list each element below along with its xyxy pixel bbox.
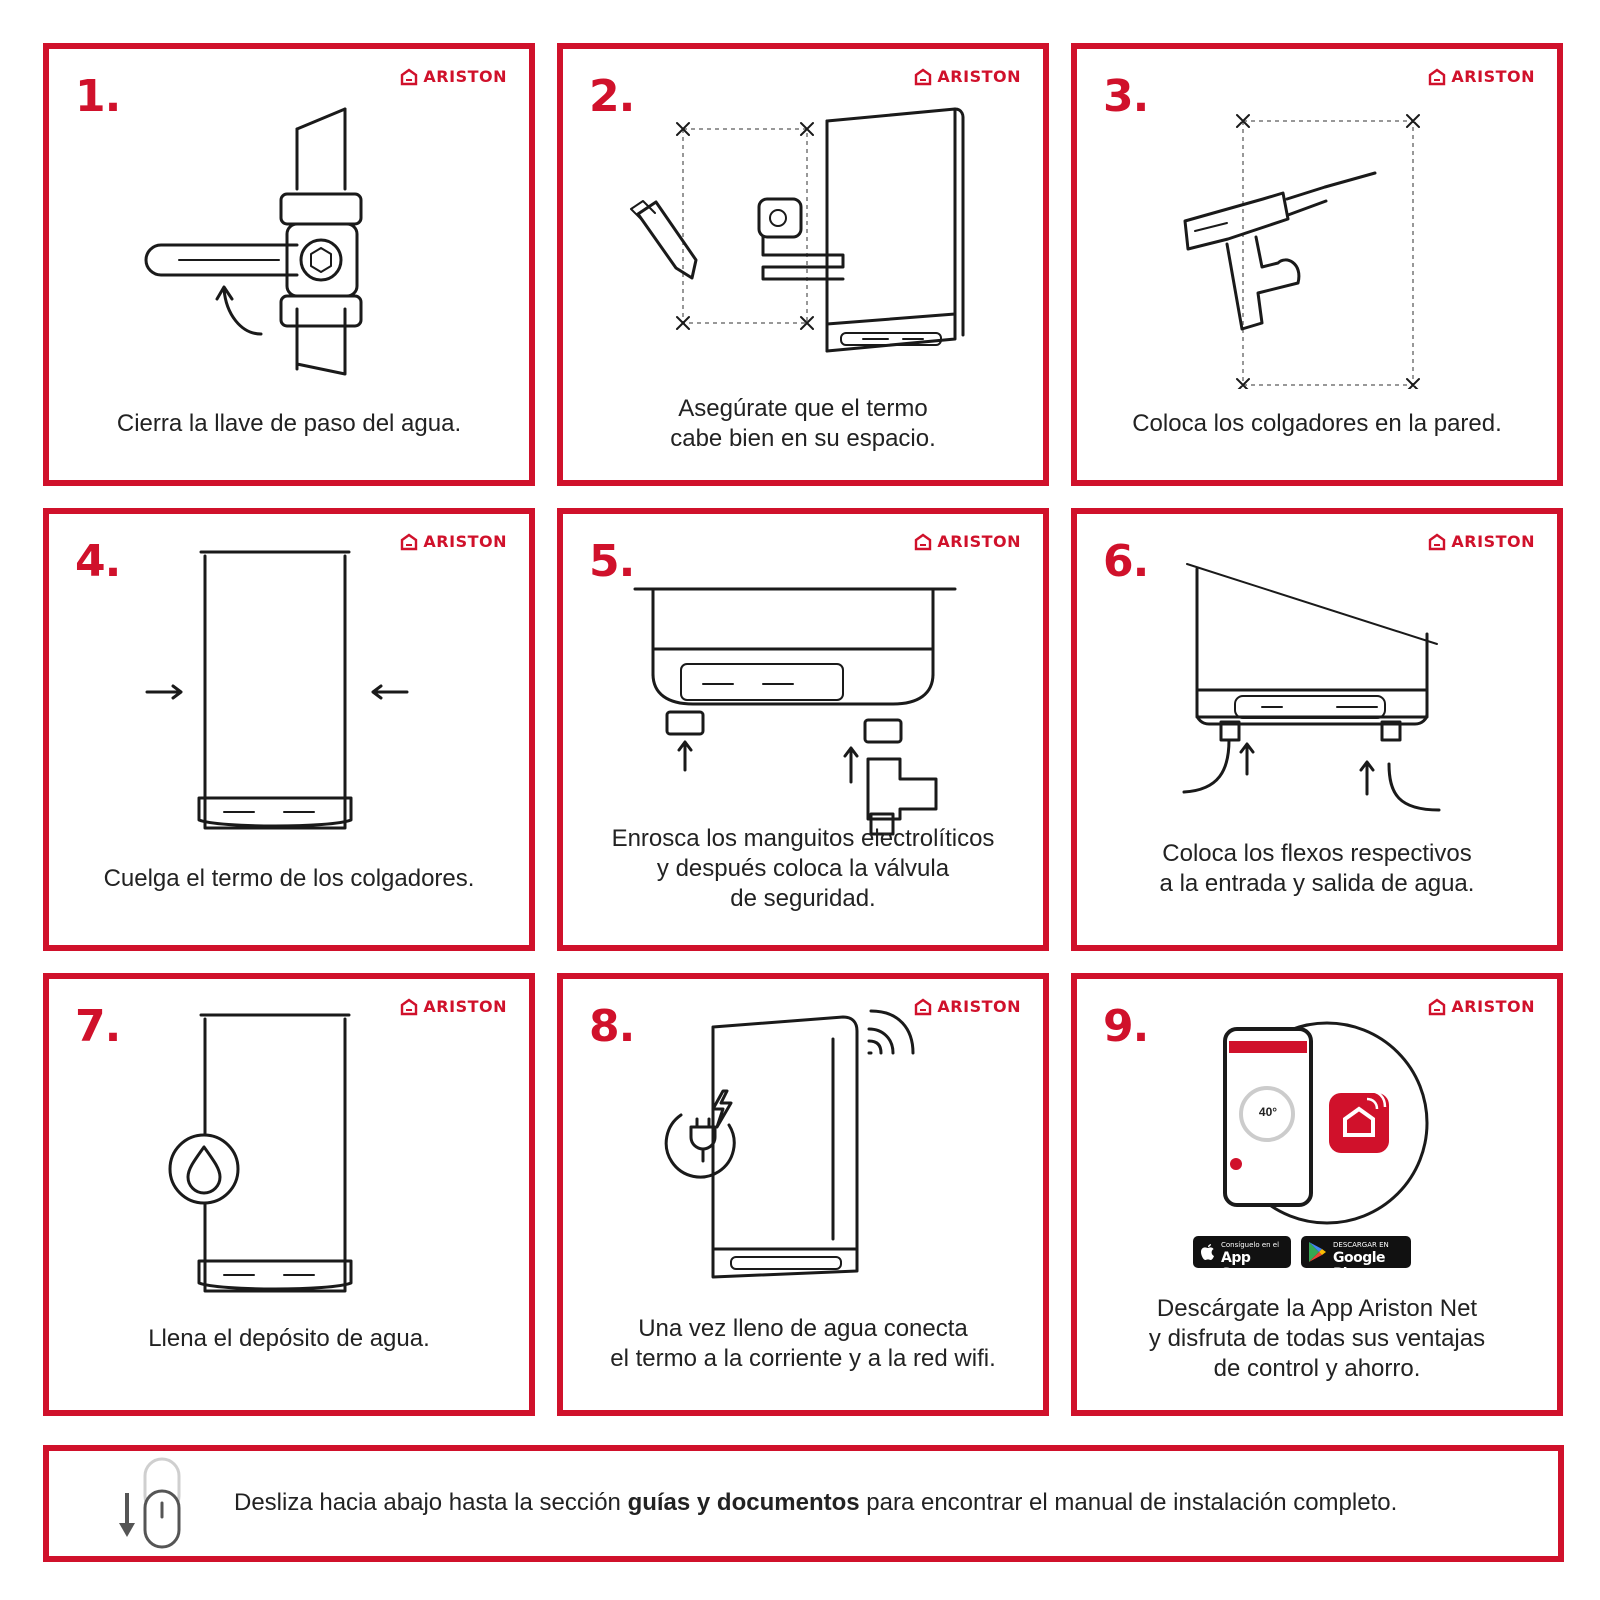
hang-heater-illustration (145, 550, 409, 830)
step-number: 9. (1103, 1001, 1149, 1052)
step-number: 7. (75, 1001, 121, 1052)
flex-hoses-illustration (1182, 563, 1441, 812)
brand-name: ARISTON (1451, 532, 1535, 551)
valve-illustration (144, 107, 363, 376)
step-panel-7: 7. ARISTON Llena el depósito de agua. (43, 973, 535, 1416)
step-caption: Llena el depósito de agua. (148, 1325, 430, 1352)
brand-logo: ARISTON (400, 997, 507, 1016)
fittings-illustration (633, 587, 957, 836)
step-caption: Cierra la llave de paso del agua. (116, 410, 462, 437)
step-number: 3. (1103, 71, 1149, 122)
step-number: 2. (589, 71, 635, 122)
brand-name: ARISTON (937, 67, 1021, 86)
ariston-house-logo-icon (1429, 533, 1446, 550)
app-phone-illustration (1223, 1021, 1429, 1225)
app-store-small-text: Consíguelo en el (1221, 1241, 1280, 1249)
footer-banner: Desliza hacia abajo hasta la sección guí… (43, 1445, 1564, 1562)
brand-name: ARISTON (423, 532, 507, 551)
brand-name: ARISTON (937, 997, 1021, 1016)
step-panel-5: 5. ARISTON Enrosca los manguitos electro… (557, 508, 1049, 951)
step-caption: Una vez lleno de agua conecta el termo a… (610, 1315, 996, 1372)
brand-logo: ARISTON (1428, 997, 1535, 1016)
drill-illustration (1183, 114, 1420, 389)
ariston-house-logo-icon (1429, 998, 1446, 1015)
brand-name: ARISTON (423, 67, 507, 86)
brand-name: ARISTON (1451, 997, 1535, 1016)
brand-name: ARISTON (423, 997, 507, 1016)
ariston-house-logo-icon (915, 68, 932, 85)
google-play-small-text: DESCARGAR EN (1333, 1241, 1389, 1249)
fill-tank-illustration (168, 1013, 353, 1293)
ariston-house-logo-icon (401, 998, 418, 1015)
brand-logo: ARISTON (400, 532, 507, 551)
step-caption: Enrosca los manguitos electrolíticos y d… (611, 825, 995, 912)
step-caption: Asegúrate que el termo cabe bien en su e… (670, 395, 936, 452)
step-panel-2: 2. ARISTON Asegúrate que el termo cabe b… (557, 43, 1049, 486)
brand-logo: ARISTON (914, 997, 1021, 1016)
step-caption: Descárgate la App Ariston Net y disfruta… (1148, 1295, 1486, 1382)
brand-name: ARISTON (1451, 67, 1535, 86)
ariston-house-logo-icon (915, 998, 932, 1015)
step-number: 8. (589, 1001, 635, 1052)
step-number: 4. (75, 536, 121, 587)
brand-logo: ARISTON (914, 532, 1021, 551)
step-caption: Coloca los flexos respectivos a la entra… (1159, 840, 1475, 897)
step-panel-8: 8. ARISTON Una vez lleno de agua conecta… (557, 973, 1049, 1416)
step-panel-6: 6. ARISTON Coloca los flexos respectivos… (1071, 508, 1563, 951)
scroll-down-mouse-icon (119, 1457, 181, 1549)
ariston-house-logo-icon (401, 68, 418, 85)
step-number: 6. (1103, 536, 1149, 587)
brand-logo: ARISTON (1428, 532, 1535, 551)
footer-bold-link: guías y documentos (627, 1489, 860, 1516)
brand-logo: ARISTON (400, 67, 507, 86)
step-caption: Coloca los colgadores en la pared. (1132, 410, 1502, 437)
app-store-badge[interactable]: Consíguelo en el App Store (1193, 1236, 1291, 1282)
brand-logo: ARISTON (1428, 67, 1535, 86)
step-caption: Cuelga el termo de los colgadores. (103, 865, 475, 892)
step-panel-9: 9. ARISTON 40° Consíguelo en el App Stor… (1071, 973, 1563, 1416)
google-play-big-text: Google Play (1333, 1250, 1386, 1282)
brand-logo: ARISTON (914, 67, 1021, 86)
step-panel-4: 4. ARISTON Cuelga el termo de los colgad… (43, 508, 535, 951)
ariston-house-logo-icon (1429, 68, 1446, 85)
apple-icon (1201, 1244, 1214, 1260)
step-panel-3: 3. ARISTON Coloca los colgadores en la p… (1071, 43, 1563, 486)
power-wifi-illustration (664, 1009, 915, 1279)
footer-text: Desliza hacia abajo hasta la sección guí… (234, 1489, 1398, 1516)
app-store-big-text: App Store (1221, 1250, 1262, 1282)
google-play-icon (1309, 1242, 1326, 1262)
step-panel-1: 1. ARISTON Cierra la llave de paso del a… (43, 43, 535, 486)
google-play-badge[interactable]: DESCARGAR EN Google Play (1301, 1236, 1411, 1282)
phone-temperature: 40° (1258, 1105, 1278, 1119)
space-check-illustration (630, 107, 965, 353)
step-number: 5. (589, 536, 635, 587)
brand-name: ARISTON (937, 532, 1021, 551)
ariston-house-logo-icon (915, 533, 932, 550)
ariston-house-logo-icon (401, 533, 418, 550)
step-number: 1. (75, 71, 121, 122)
